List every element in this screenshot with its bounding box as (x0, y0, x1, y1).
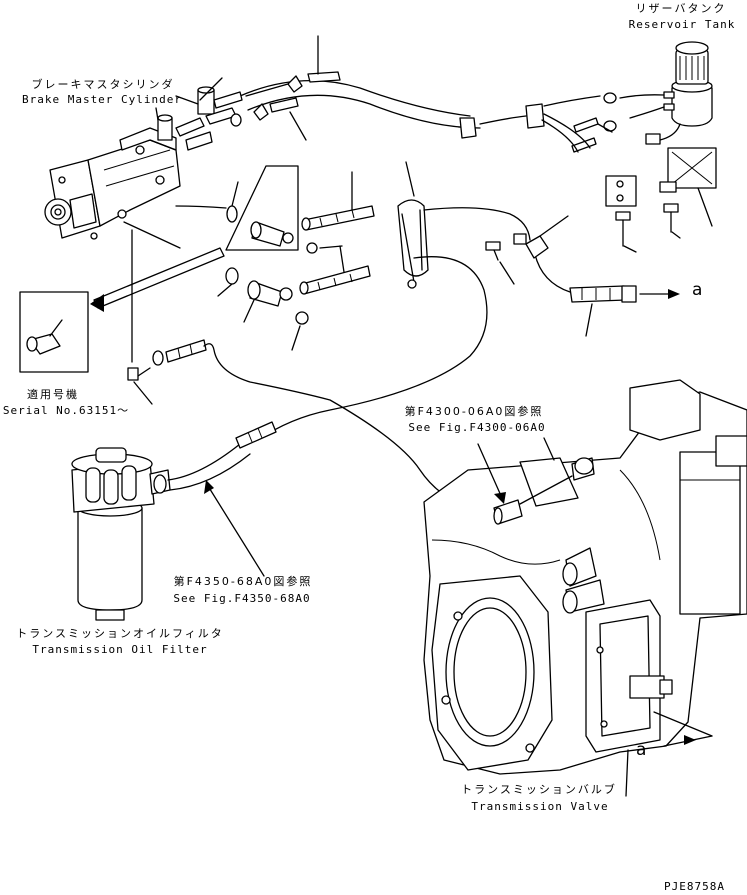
brake-master-cylinder-label-jp: ブレーキマスタシリンダ (31, 78, 175, 91)
transmission-body (423, 379, 747, 775)
ref-f4350-label-jp: 第F4350-68A0図参照 (173, 575, 313, 588)
serial-label-en: Serial No.63151～ (2, 404, 130, 417)
trans-valve-label-jp: トランスミッションバルブ (461, 783, 617, 796)
serial-label-jp: 適用号機 (27, 388, 79, 401)
reservoir-tank-label-jp: リザーバタンク (635, 2, 727, 15)
drawing-id: PJE8758A (664, 880, 725, 893)
transmission-oil-filter (71, 447, 171, 621)
ref-f4300-label-en: See Fig.F4300-06A0 (408, 421, 546, 434)
brake-master-cylinder-label-en: Brake Master Cylinder (21, 93, 183, 106)
ref-f4350-label-en: See Fig.F4350-68A0 (173, 592, 311, 605)
ref-f4300-label-jp: 第F4300-06A0図参照 (404, 405, 544, 418)
reservoir-tank (663, 41, 713, 127)
connection-a-top: a (692, 280, 703, 300)
trans-valve-label-en: Transmission Valve (471, 800, 609, 813)
oil-filter-label-jp: トランスミッションオイルフィルタ (16, 627, 224, 640)
oil-filter-label-en: Transmission Oil Filter (32, 643, 208, 656)
connection-a-bottom: a (636, 740, 647, 760)
brake-master-cylinder (44, 127, 181, 240)
reservoir-tank-label-en: Reservoir Tank (628, 18, 736, 31)
